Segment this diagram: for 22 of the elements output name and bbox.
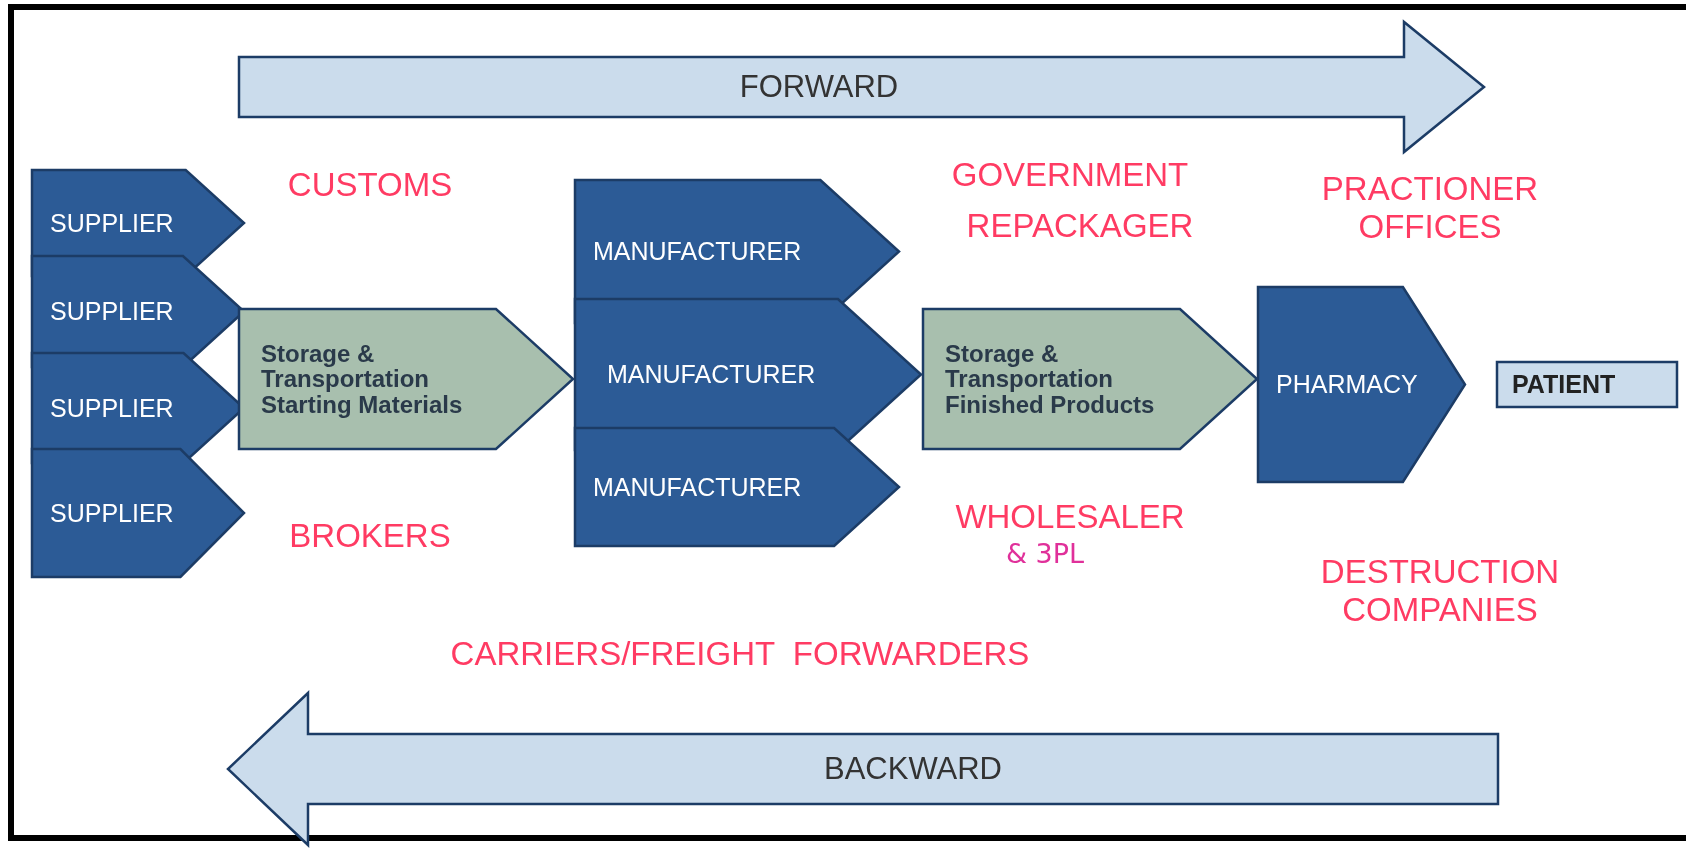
stakeholder-label: DESTRUCTION COMPANIES (1319, 553, 1561, 629)
stakeholder-label: CARRIERS/FREIGHT FORWARDERS (449, 635, 1031, 673)
node-text: PHARMACY (1276, 371, 1418, 398)
stakeholder-label: & 3PL (1004, 538, 1086, 570)
node-text: Storage & Transportation Starting Materials (261, 341, 464, 417)
stakeholder-label: PRACTIONER OFFICES (1320, 170, 1540, 246)
node-text: SUPPLIER (50, 209, 174, 237)
stakeholder-label: GOVERNMENT (950, 156, 1190, 194)
node-text: BACKWARD (824, 752, 1002, 786)
node-text: SUPPLIER (50, 298, 174, 325)
node-text: SUPPLIER (50, 394, 174, 422)
stakeholder-label: WHOLESALER (954, 498, 1186, 536)
node-text: MANUFACTURER (593, 238, 802, 265)
node-text: MANUFACTURER (593, 473, 802, 501)
node-text: SUPPLIER (50, 499, 174, 527)
stakeholder-label: CUSTOMS (286, 166, 454, 204)
node-text: Storage & Transportation Finished Products (945, 341, 1156, 417)
stakeholder-label: BROKERS (288, 517, 452, 555)
stakeholder-label: REPACKAGER (965, 207, 1195, 245)
node-text: FORWARD (739, 70, 899, 104)
node-text: MANUFACTURER (607, 361, 816, 388)
node-text: PATIENT (1512, 371, 1616, 398)
